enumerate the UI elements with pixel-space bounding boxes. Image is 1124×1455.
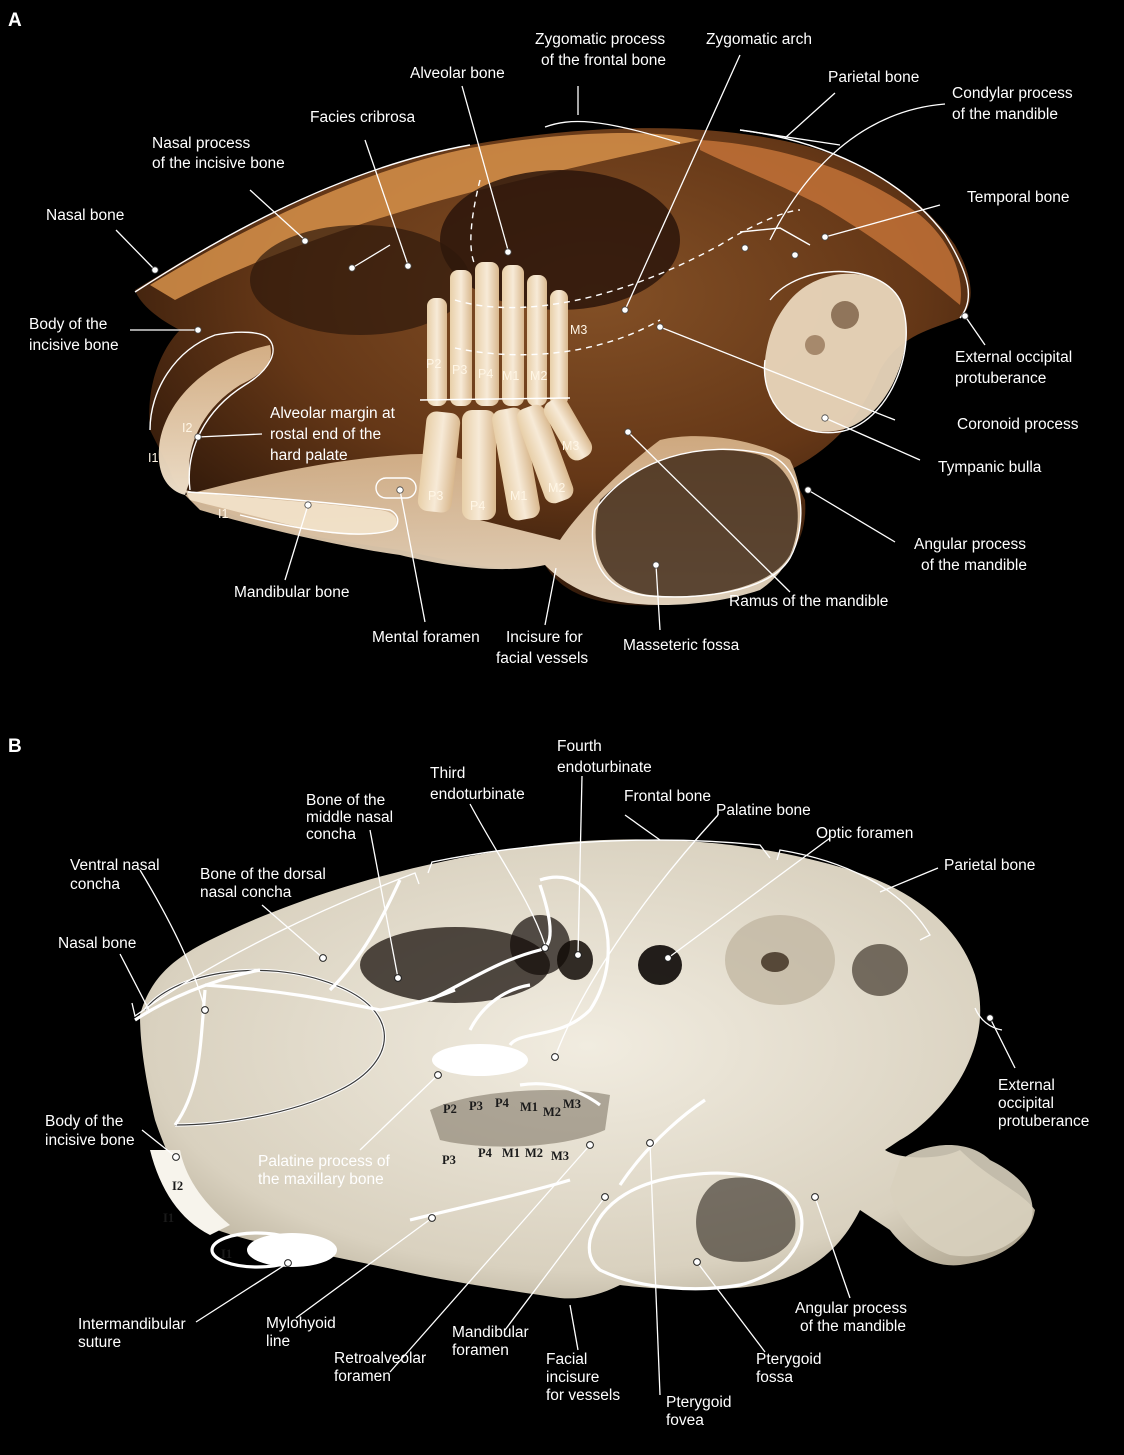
tooth-b-lower-m1: M1	[502, 1146, 520, 1160]
panel-b-letter: B	[8, 736, 22, 757]
labels-b: Fourth endoturbinate Third endoturbinate…	[45, 738, 1089, 1429]
label-retroalveolar-foramen: Retroalveolar foramen	[334, 1350, 431, 1385]
label-palatine-bone: Palatine bone	[716, 802, 811, 819]
label-mental-foramen: Mental foramen	[372, 629, 480, 646]
label-intermandibular-suture: Intermandibular suture	[78, 1316, 190, 1351]
label-alveolar-margin: Alveolar margin at rostal end of the har…	[270, 405, 399, 464]
skull-b-brackets	[131, 839, 1003, 1031]
label-tympanic-bulla: Tympanic bulla	[938, 459, 1042, 476]
tooth-b-upper-p4: P4	[495, 1096, 510, 1110]
label-angular-process-b: Angular process of the mandible	[795, 1300, 911, 1335]
panel-a: A	[8, 10, 1079, 667]
label-zygomatic-process-frontal: Zygomatic process of the frontal bone	[535, 31, 669, 69]
label-optic-foramen: Optic foramen	[816, 825, 913, 842]
label-mandibular-bone: Mandibular bone	[234, 584, 349, 601]
label-pterygoid-fovea: Pterygoid fovea	[666, 1394, 736, 1429]
label-body-incisive-b: Body of the incisive bone	[45, 1113, 135, 1149]
tooth-b-upper-m2: M2	[543, 1105, 561, 1119]
skull-b-rendering	[140, 839, 1035, 1299]
leader-dots-b	[172, 944, 994, 1267]
label-frontal-bone: Frontal bone	[624, 788, 711, 805]
label-nasal-bone-a: Nasal bone	[46, 207, 124, 224]
leader-lines-b	[119, 775, 1016, 1396]
tooth-incisor-i1-lower: I1	[218, 507, 228, 521]
label-ramus: Ramus of the mandible	[729, 593, 888, 610]
label-mandibular-foramen: Mandibular foramen	[452, 1324, 533, 1359]
leader-lines-a	[115, 54, 986, 631]
label-parietal-bone-a: Parietal bone	[828, 69, 919, 86]
tooth-incisor-i1-upper: I1	[148, 451, 158, 465]
tooth-lower-p3: P3	[428, 489, 443, 503]
label-condylar-process: Condylar process of the mandible	[952, 85, 1077, 123]
label-coronoid-process: Coronoid process	[957, 416, 1079, 433]
label-nasal-process-incisive: Nasal process of the incisive bone	[152, 135, 285, 172]
panel-a-letter: A	[8, 10, 22, 31]
tooth-upper-p4: P4	[478, 367, 493, 381]
tooth-upper-m3: M3	[570, 323, 587, 337]
label-facial-incisure: Facial incisure for vessels	[546, 1351, 620, 1404]
labels-a: Zygomatic process of the frontal bone Zy…	[29, 31, 1079, 667]
tooth-b-incisor-i1-upper: I1	[163, 1211, 174, 1225]
label-external-occipital-b: External occipital protuberance	[998, 1077, 1089, 1130]
tooth-b-lower-m2: M2	[525, 1146, 543, 1160]
label-temporal-bone: Temporal bone	[967, 189, 1070, 206]
tooth-b-lower-p3: P3	[442, 1153, 456, 1167]
tooth-lower-m1: M1	[510, 489, 527, 503]
leader-dots-a	[151, 233, 969, 569]
label-external-occipital-a: External occipital protuberance	[955, 349, 1076, 387]
label-body-incisive-a: Body of the incisive bone	[29, 316, 119, 354]
label-third-endoturbinate: Third endoturbinate	[430, 765, 525, 803]
tooth-b-upper-m1: M1	[520, 1100, 538, 1114]
tooth-lower-p4: P4	[470, 499, 485, 513]
tooth-lower-m3: M3	[562, 439, 579, 453]
tooth-b-upper-p2: P2	[443, 1102, 457, 1116]
label-mylohyoid-line: Mylohyoid line	[266, 1315, 340, 1350]
tooth-b-incisor-i1-lower: I1	[221, 1247, 232, 1261]
label-fourth-endoturbinate: Fourth endoturbinate	[557, 738, 652, 776]
tooth-upper-m1: M1	[502, 369, 519, 383]
tooth-b-upper-m3: M3	[563, 1097, 581, 1111]
label-angular-process-a: Angular process of the mandible	[914, 536, 1030, 574]
label-pterygoid-fossa: Pterygoid fossa	[756, 1351, 826, 1386]
label-parietal-bone-b: Parietal bone	[944, 857, 1035, 874]
label-middle-nasal-concha: Bone of the middle nasal concha	[306, 792, 397, 843]
label-dorsal-nasal-concha: Bone of the dorsal nasal concha	[200, 866, 330, 901]
skull-a-rendering	[135, 128, 971, 606]
panel-b: B	[8, 736, 1089, 1429]
tooth-upper-p3: P3	[452, 363, 467, 377]
tooth-b-upper-p3: P3	[469, 1099, 483, 1113]
tooth-lower-m2: M2	[548, 481, 565, 495]
tooth-incisor-i2: I2	[182, 421, 192, 435]
label-masseteric-fossa: Masseteric fossa	[623, 637, 740, 654]
tooth-upper-p2: P2	[426, 357, 441, 371]
label-incisure-facial: Incisure for facial vessels	[496, 629, 588, 667]
teeth-labels-a: P2 P3 P4 M1 M2 M3 P3 P4 M1 M2 M3 I2 I1 I…	[148, 323, 587, 521]
label-facies-cribrosa: Facies cribrosa	[310, 109, 415, 126]
label-ventral-nasal-concha: Ventral nasal concha	[70, 857, 164, 893]
tooth-b-lower-p4: P4	[478, 1146, 493, 1160]
teeth-labels-b: P2 P3 P4 M1 M2 M3 P3 P4 M1 M2 M3 I2 I1 I…	[163, 1096, 581, 1261]
tooth-b-incisor-i2: I2	[172, 1179, 183, 1193]
label-palatine-process: Palatine process of the maxillary bone	[258, 1153, 394, 1188]
tooth-b-lower-m3: M3	[551, 1149, 569, 1163]
label-nasal-bone-b: Nasal bone	[58, 935, 136, 952]
label-alveolar-bone: Alveolar bone	[410, 65, 505, 82]
tooth-upper-m2: M2	[530, 369, 547, 383]
label-zygomatic-arch: Zygomatic arch	[706, 31, 812, 48]
